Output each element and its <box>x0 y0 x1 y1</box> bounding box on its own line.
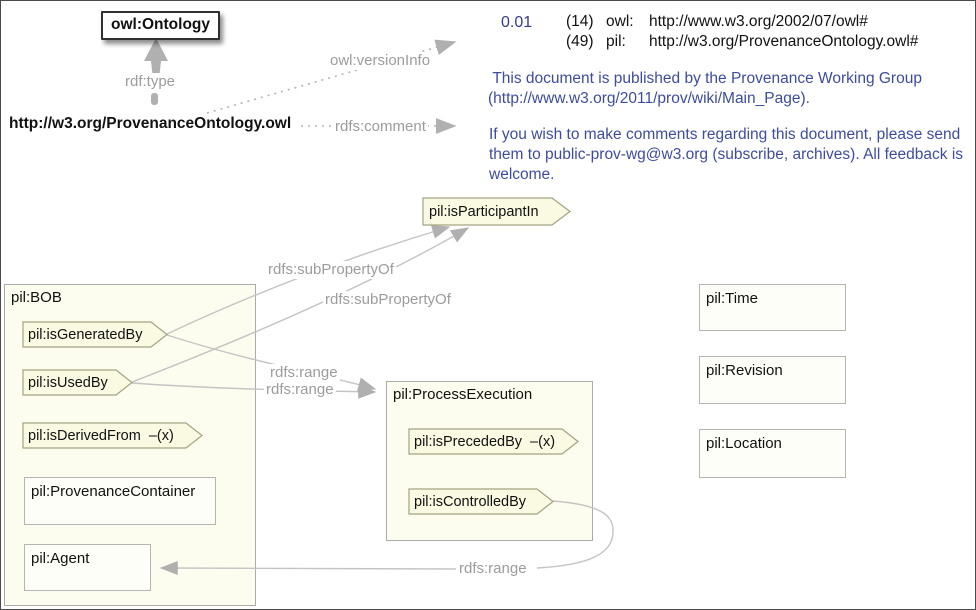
namespace-prefix: owl: <box>606 13 634 30</box>
class-node-time-title: pil:Time <box>706 290 758 307</box>
property-node-isderivedfrom-shape[interactable] <box>22 422 203 449</box>
class-node-provenance-container[interactable]: pil:ProvenanceContainer <box>24 477 216 525</box>
class-node-revision-title: pil:Revision <box>706 362 783 379</box>
property-node-iscontrolledby-shape[interactable] <box>408 488 554 515</box>
comment-edge-label: rdfs:comment <box>333 118 428 136</box>
class-node-agent-title: pil:Agent <box>31 550 90 567</box>
version-info-edge-label: owl:versionInfo <box>328 52 433 70</box>
class-node-process-execution[interactable]: pil:ProcessExecution <box>386 381 593 541</box>
namespace-row-owl: (14) owl: http://www.w3.org/2002/07/owl# <box>566 12 918 32</box>
comment-paragraph-1: This document is published by the Proven… <box>488 70 927 107</box>
range-edge-label-3: rdfs:range <box>457 560 529 578</box>
property-node-isusedby-label[interactable]: pil:isUsedBy <box>28 375 108 391</box>
namespace-prefix: pil: <box>606 33 626 50</box>
rdf-type-edge-label: rdf:type <box>123 73 178 91</box>
ontology-class-node[interactable]: owl:Ontology <box>101 11 221 40</box>
property-node-isderivedfrom-label[interactable]: pil:isDerivedFrom –(x) <box>28 428 174 444</box>
rdf-type-arrow-icon <box>144 38 168 105</box>
property-node-isparticipantin-label[interactable]: pil:isParticipantIn <box>429 204 539 220</box>
namespace-uri: http://w3.org/ProvenanceOntology.owl# <box>649 33 919 50</box>
class-node-provenance-container-title: pil:ProvenanceContainer <box>31 483 196 500</box>
class-node-bob-title: pil:BOB <box>11 289 62 306</box>
class-node-time[interactable]: pil:Time <box>699 284 846 331</box>
property-node-iscontrolledby-label[interactable]: pil:isControlledBy <box>414 494 527 510</box>
subpropertyof-edge-label-2: rdfs:subPropertyOf <box>323 291 453 309</box>
property-node-isusedby-shape[interactable] <box>22 369 133 396</box>
version-value: 0.01 <box>501 14 533 31</box>
comment-paragraph-2: If you wish to make comments regarding t… <box>489 126 968 183</box>
property-node-isgeneratedby-shape[interactable] <box>22 321 168 348</box>
class-node-location[interactable]: pil:Location <box>699 429 846 478</box>
range-edge-label-1: rdfs:range <box>268 364 340 382</box>
namespace-list: (14) owl: http://www.w3.org/2002/07/owl#… <box>566 12 918 52</box>
namespace-count: (14) <box>566 13 594 30</box>
subpropertyof-edge-label-1: rdfs:subPropertyOf <box>266 261 396 279</box>
property-node-isprecededby-shape[interactable] <box>408 428 579 455</box>
ontology-uri-node[interactable]: http://w3.org/ProvenanceOntology.owl <box>9 115 292 132</box>
namespace-uri: http://www.w3.org/2002/07/owl# <box>649 13 868 30</box>
namespace-row-pil: (49) pil: http://w3.org/ProvenanceOntolo… <box>566 32 918 52</box>
property-node-isparticipantin-shape[interactable] <box>422 197 571 226</box>
class-node-process-execution-title: pil:ProcessExecution <box>393 386 533 403</box>
property-node-isgeneratedby-label[interactable]: pil:isGeneratedBy <box>28 327 143 343</box>
range-edge-label-2: rdfs:range <box>264 381 336 399</box>
class-node-location-title: pil:Location <box>706 435 782 452</box>
property-node-isprecededby-label[interactable]: pil:isPrecededBy –(x) <box>414 434 556 450</box>
namespace-count: (49) <box>566 33 594 50</box>
class-node-revision[interactable]: pil:Revision <box>699 356 846 404</box>
class-node-agent[interactable]: pil:Agent <box>24 544 151 591</box>
